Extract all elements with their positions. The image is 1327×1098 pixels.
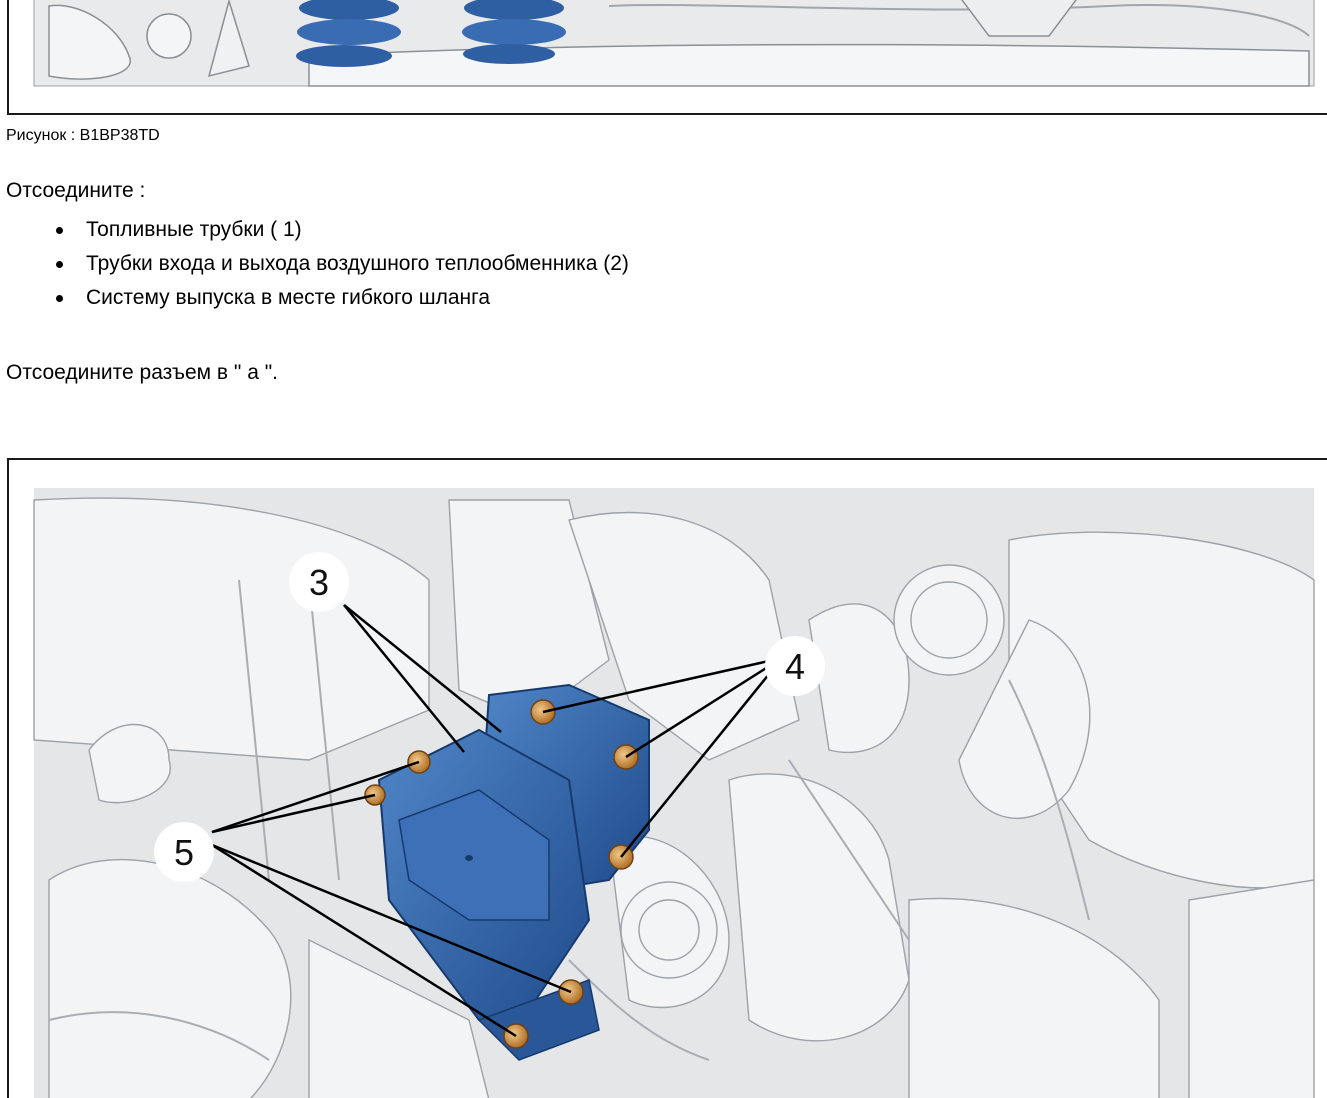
blue-bellows-left [296,0,401,67]
top-figure-frame [7,0,1327,115]
instruction-text: Отсоедините разъем в " a ". [6,361,279,384]
list-item: Трубки входа и выхода воздушного теплооб… [50,249,629,283]
callout-5: 5 [154,822,214,882]
engine-mount-bracket [377,683,650,1061]
callout-leader-lines [211,604,783,1038]
callout-3-label: 3 [309,562,329,603]
disconnect-list: Топливные трубки ( 1) Трубки входа и вых… [50,215,629,317]
list-item: Систему выпуска в месте гибкого шланга [50,283,629,317]
callout-5-label: 5 [174,832,194,873]
callout-4: 4 [765,636,825,696]
bullet-icon [56,295,63,302]
list-item-text: Трубки входа и выхода воздушного теплооб… [86,252,629,275]
list-item-text: Топливные трубки ( 1) [86,218,302,241]
callout-3: 3 [289,552,349,612]
bottom-figure-frame: 3 4 5 [7,458,1327,1098]
figure-caption: Рисунок : B1BP38TD [6,127,160,144]
engine-mount-illustration: 3 4 5 [33,488,1315,1098]
blue-bellows-right [462,0,566,64]
callout-4-label: 4 [785,646,805,687]
bullet-icon [56,261,63,268]
list-item: Топливные трубки ( 1) [50,215,629,249]
intro-text: Отсоедините : [6,179,146,202]
list-item-text: Систему выпуска в месте гибкого шланга [86,286,491,309]
engine-illustration-top [33,0,1315,87]
bullet-icon [56,227,63,234]
